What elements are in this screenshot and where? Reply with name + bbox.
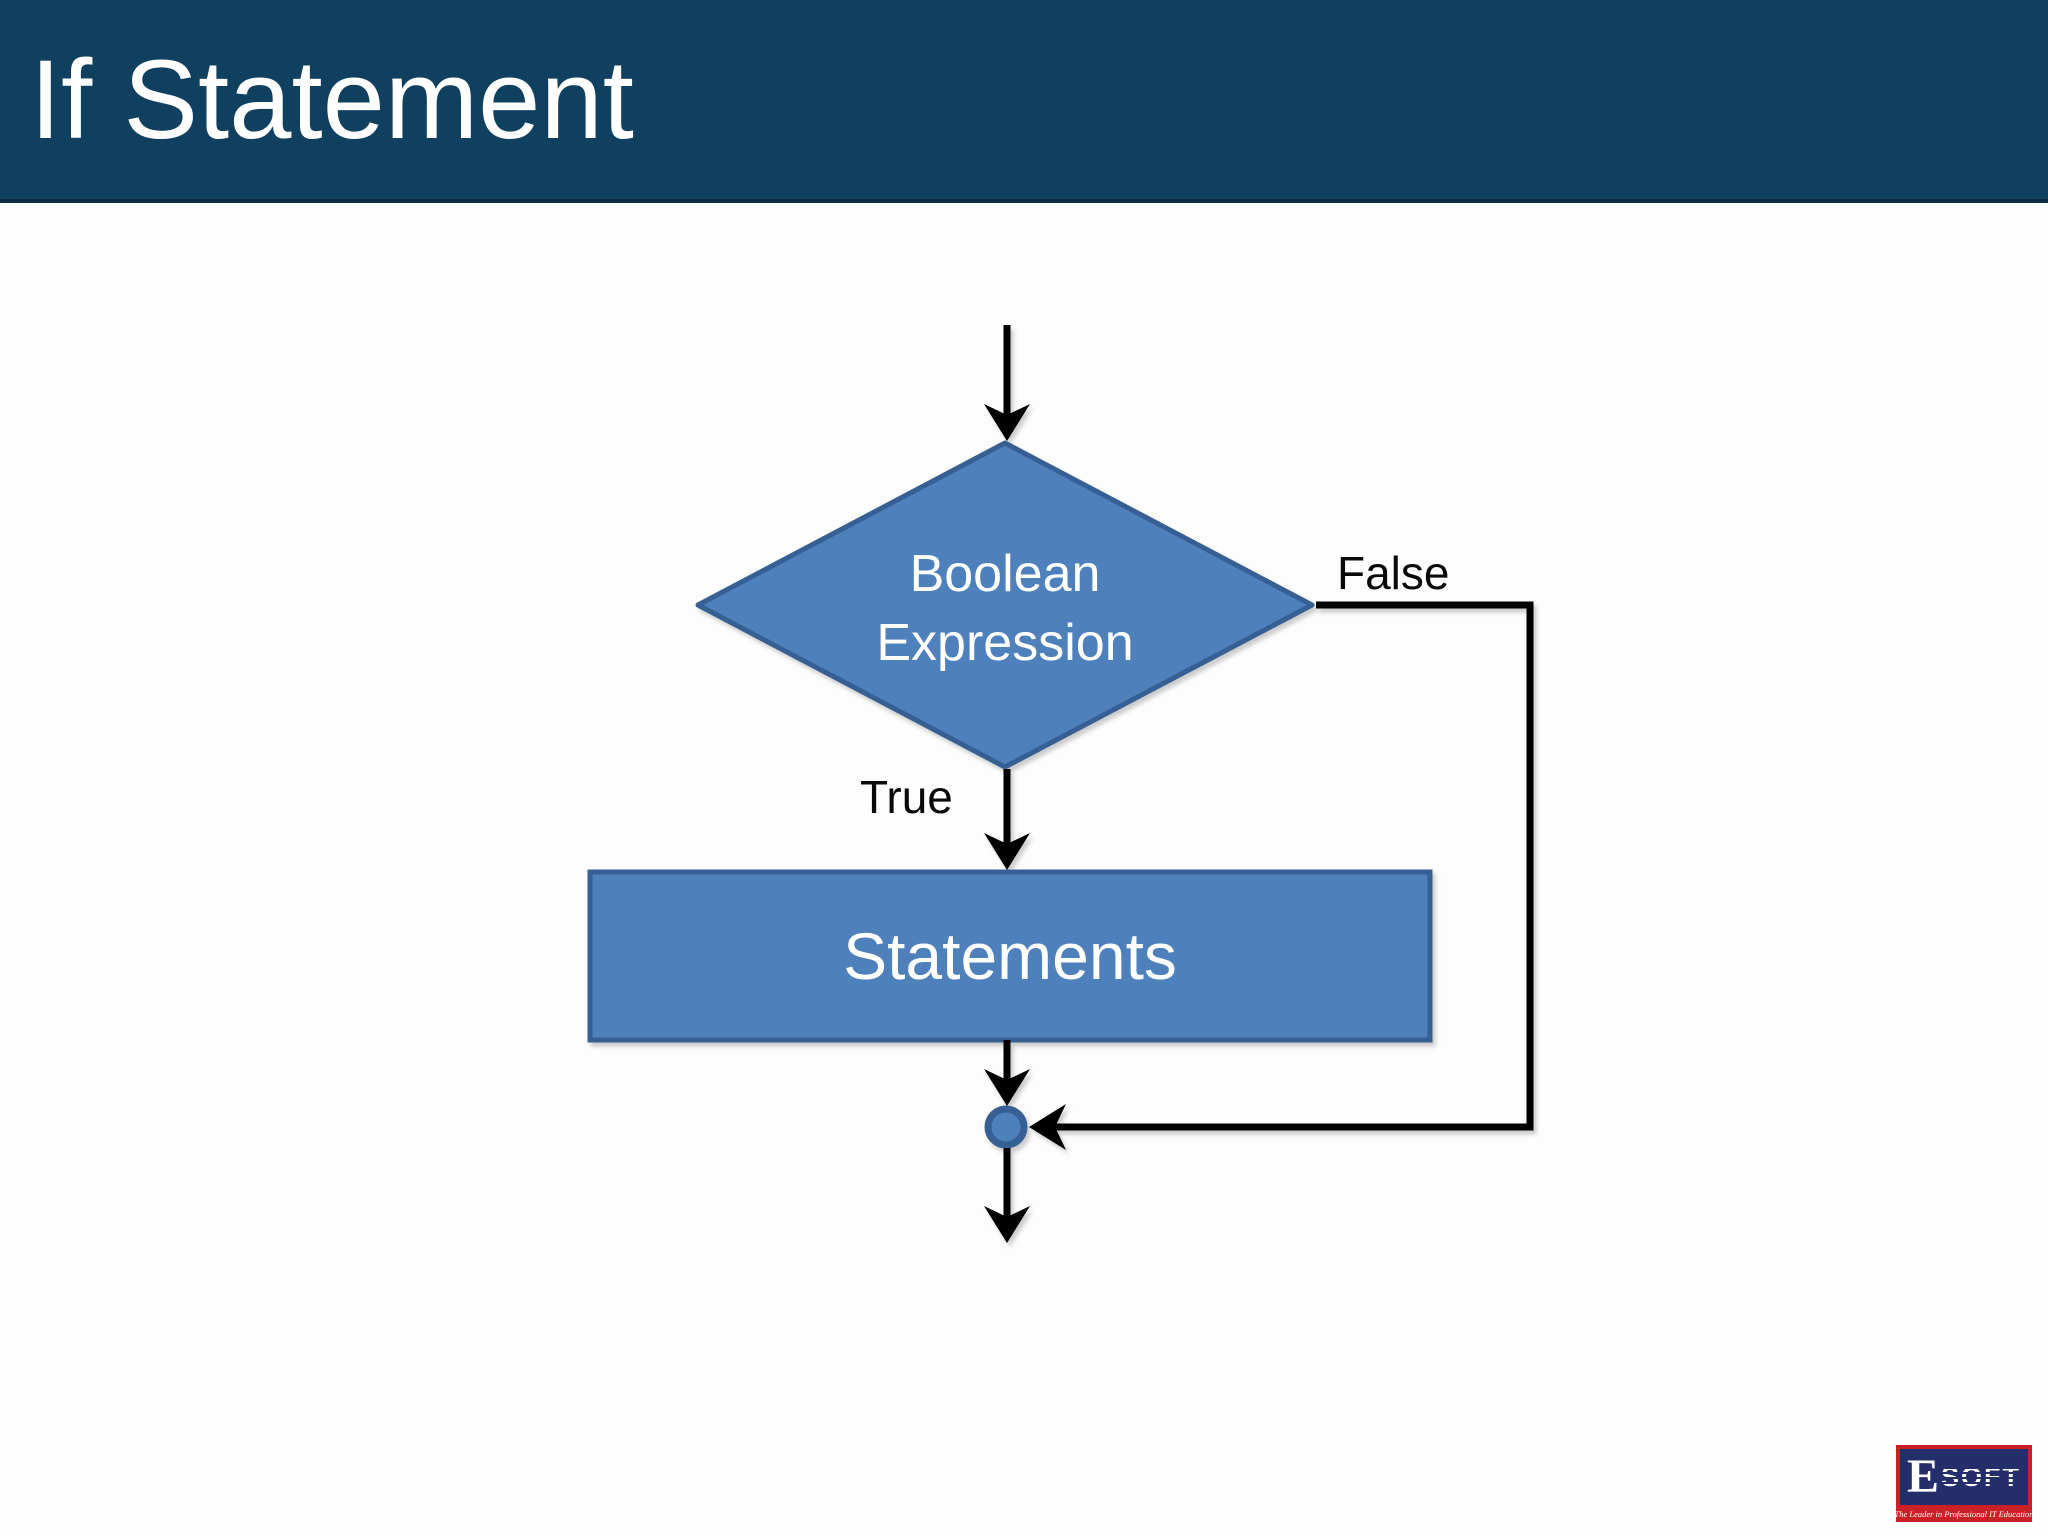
esoft-logo: E SOFT The Leader in Professional IT Edu… bbox=[1894, 1445, 2034, 1522]
true-branch-label: True bbox=[860, 771, 953, 823]
decision-diamond-shape bbox=[695, 440, 1315, 770]
slide-header: If Statement bbox=[0, 0, 2048, 203]
page-title: If Statement bbox=[30, 36, 634, 162]
esoft-logo-panel: E SOFT bbox=[1900, 1449, 2028, 1505]
esoft-logo-letters-soft: SOFT bbox=[1941, 1461, 2021, 1492]
process-label: Statements bbox=[843, 919, 1177, 993]
decision-label: Boolean Expression bbox=[876, 545, 1134, 673]
esoft-logo-letter-e: E bbox=[1906, 1450, 1939, 1504]
process-exit-arrowhead-icon bbox=[984, 1069, 1030, 1106]
true-branch-arrowhead-icon bbox=[984, 833, 1030, 870]
exit-arrowhead-icon bbox=[984, 1206, 1030, 1243]
entry-arrowhead-icon bbox=[984, 404, 1030, 441]
false-branch-label: False bbox=[1337, 547, 1450, 599]
false-branch-connector-line bbox=[1054, 601, 1534, 1131]
esoft-logo-tagline: The Leader in Professional IT Education bbox=[1894, 1508, 2034, 1519]
process-box-shape bbox=[587, 869, 1433, 1043]
false-branch-arrowhead-icon bbox=[1029, 1104, 1066, 1150]
junction-circle-shape bbox=[984, 1105, 1028, 1149]
